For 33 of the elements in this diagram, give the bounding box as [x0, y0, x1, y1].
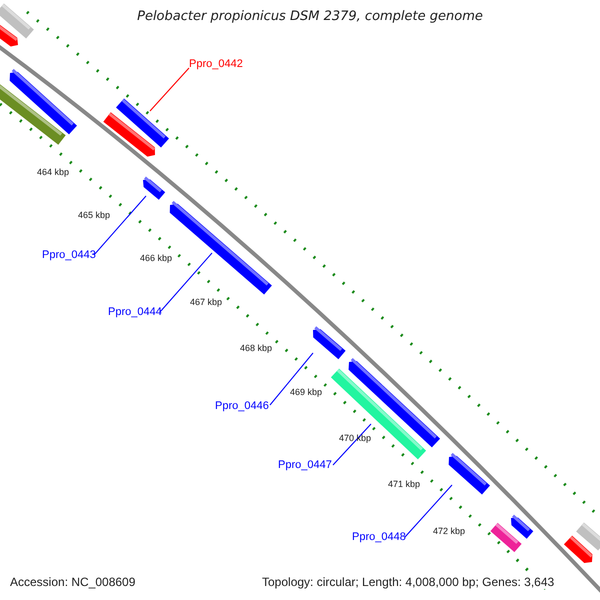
scale-label: 467 kbp: [190, 297, 222, 307]
gene-bar: [576, 522, 600, 550]
gene-bar: [143, 176, 166, 200]
title: Pelobacter propionicus DSM 2379, complete genome: [136, 9, 484, 24]
scale-label: 472 kbp: [433, 526, 466, 536]
gene-bar: [313, 326, 346, 360]
gene-label: Ppro_0448: [352, 531, 406, 543]
gene-bar: [511, 514, 534, 539]
gene-label: Ppro_0446: [215, 400, 269, 412]
gene-label: Ppro_0443: [42, 249, 96, 261]
leader-line: [150, 68, 190, 112]
scale-label: 468 kbp: [240, 343, 272, 353]
gene-bar: [0, 83, 66, 145]
scale-label: 465 kbp: [78, 210, 110, 220]
gene-label: Ppro_0442: [189, 58, 243, 70]
gene-label: Ppro_0444: [108, 306, 162, 318]
scale-label: 470 kbp: [339, 433, 372, 443]
accession-text: Accession: NC_008609: [10, 575, 136, 589]
leader-line: [94, 196, 146, 256]
gene-bar: [0, 24, 18, 46]
leader-line: [160, 252, 212, 312]
gene-bar: [103, 112, 156, 157]
scale-label: 464 kbp: [37, 167, 70, 177]
leader-line: [332, 424, 372, 466]
scale-label: 471 kbp: [388, 479, 420, 489]
gene-bar: [490, 522, 522, 552]
leader-line: [270, 352, 314, 406]
scale-label: 469 kbp: [290, 387, 322, 397]
genome-stats-text: Topology: circular; Length: 4,008,000 bp; Genes: 3,643: [262, 575, 554, 589]
leader-line: [404, 484, 452, 538]
scale-label: 466 kbp: [140, 253, 172, 263]
gene-label: Ppro_0447: [278, 459, 332, 471]
gene-bar: [448, 452, 490, 494]
